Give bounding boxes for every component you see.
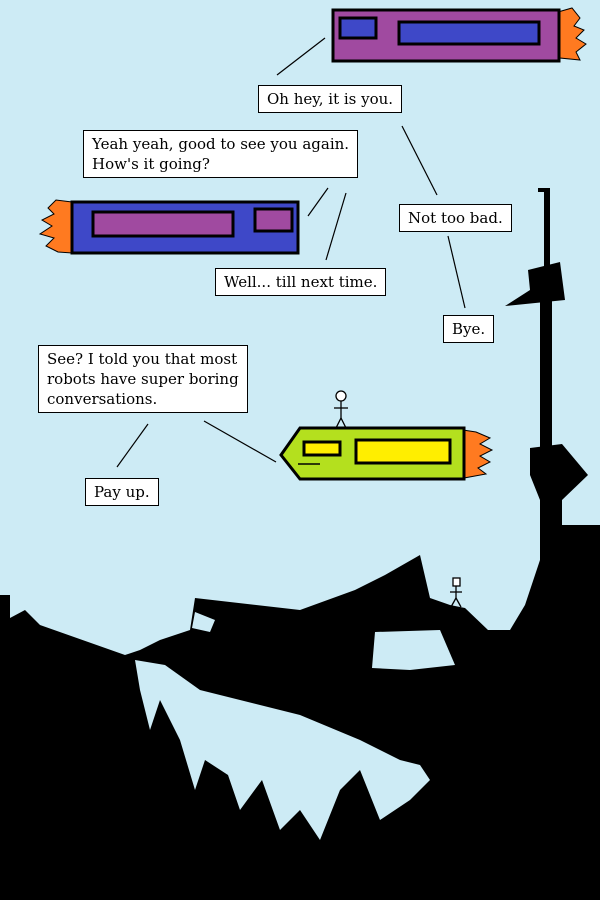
green-robot-ship xyxy=(279,426,494,481)
speech-bubble-5: Bye. xyxy=(443,315,495,343)
speech-bubble-1: Oh hey, it is you. xyxy=(258,85,403,113)
blue-robot-ship xyxy=(38,199,300,255)
speech-bubble-2: Yeah yeah, good to see you again. How's … xyxy=(83,130,359,178)
speech-bubble-3: Not too bad. xyxy=(399,204,512,232)
speech-tails xyxy=(116,37,466,468)
speech-bubble-4: Well... till next time. xyxy=(215,268,387,296)
silhouette-gaps xyxy=(135,612,455,840)
speech-bubble-6: See? I told you that most robots have su… xyxy=(38,345,248,413)
stick-figure-on-rooftop xyxy=(450,577,462,608)
speech-bubble-7: Pay up. xyxy=(85,478,159,506)
purple-robot-ship xyxy=(331,7,587,63)
stick-figure-on-ship xyxy=(334,390,348,429)
